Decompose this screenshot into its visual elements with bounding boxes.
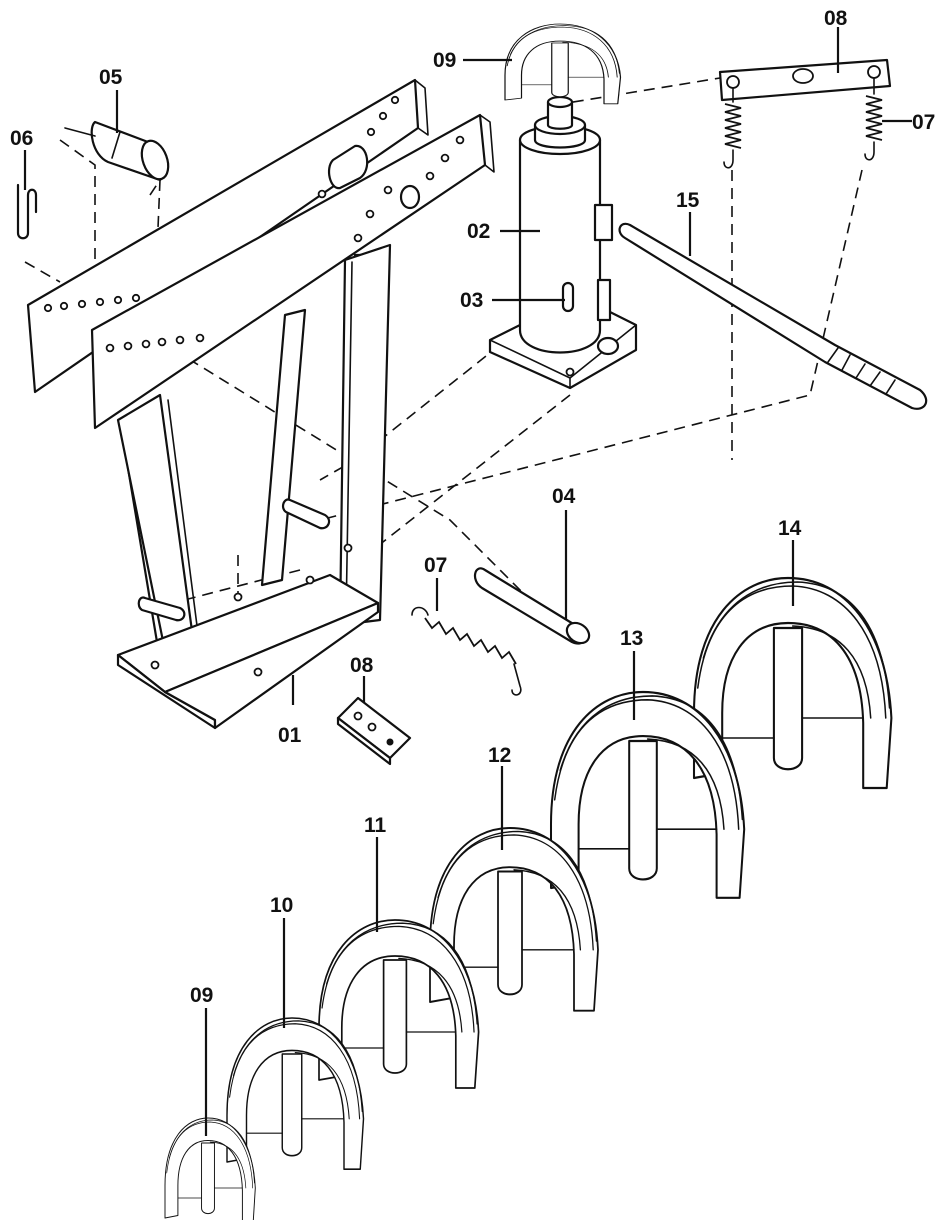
spring-07-left xyxy=(723,87,742,169)
label-07-middle: 07 xyxy=(424,554,447,577)
hydraulic-jack-02 xyxy=(488,95,638,390)
label-07-top: 07 xyxy=(912,111,935,134)
label-03: 03 xyxy=(460,289,483,312)
label-09-bottom: 09 xyxy=(190,984,213,1007)
label-09-top: 09 xyxy=(433,49,456,72)
label-01: 01 xyxy=(278,724,302,747)
pin-04 xyxy=(473,567,591,645)
label-15: 15 xyxy=(676,189,700,212)
roller-pin-05 xyxy=(64,120,170,182)
label-02: 02 xyxy=(467,220,490,243)
label-13: 13 xyxy=(620,627,643,650)
label-04: 04 xyxy=(552,485,576,508)
label-08-top: 08 xyxy=(824,7,848,30)
frame-01 xyxy=(26,78,495,730)
spring-07-middle xyxy=(411,606,522,696)
spring-07-right xyxy=(864,77,883,161)
part-labels: 05 06 09 08 07 02 15 03 04 07 08 01 14 1… xyxy=(10,7,935,1007)
label-06: 06 xyxy=(10,127,33,150)
label-08-middle: 08 xyxy=(350,654,374,677)
label-14: 14 xyxy=(778,517,802,540)
leader-lines xyxy=(23,27,912,1136)
link-plate-08-top xyxy=(718,58,892,102)
clip-pin-06 xyxy=(16,183,38,240)
link-plate-08-bottom xyxy=(336,696,412,766)
die-09-top xyxy=(504,23,622,105)
label-10: 10 xyxy=(270,894,293,917)
label-11: 11 xyxy=(364,814,387,837)
handle-15 xyxy=(618,222,928,410)
die-10 xyxy=(226,1017,365,1170)
label-12: 12 xyxy=(488,744,511,767)
label-05: 05 xyxy=(99,66,123,89)
